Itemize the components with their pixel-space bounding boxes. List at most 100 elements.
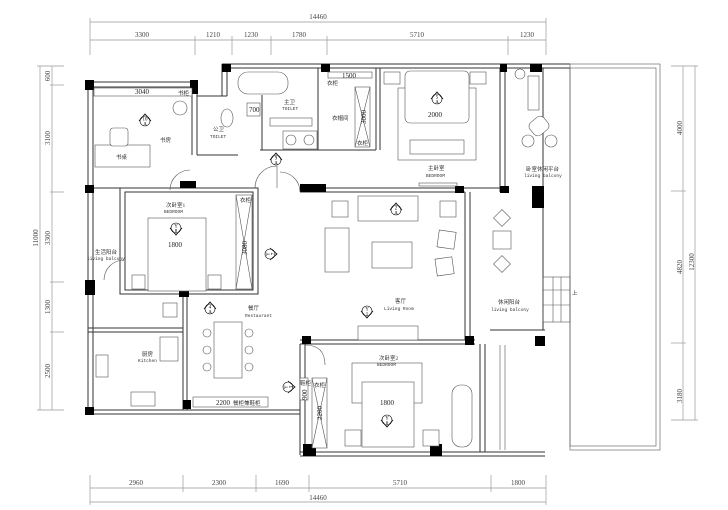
svg-text:8: 8	[175, 230, 178, 235]
dim-bottom: 2300	[212, 479, 227, 487]
furniture	[93, 68, 571, 449]
bathtub	[237, 71, 289, 95]
doors	[103, 165, 326, 366]
view-marker-4: 4A	[203, 301, 217, 316]
bedroom1-label: 次卧室1	[166, 201, 186, 209]
svg-text:A: A	[394, 212, 398, 217]
terrace-label: 卧室休闲平台	[526, 165, 560, 173]
view-marker-8: Y8	[169, 222, 183, 236]
dim-left: 3100	[44, 131, 52, 146]
wardrobe-label: 衣柜	[357, 139, 369, 147]
dim-right-total: 12300	[688, 253, 696, 271]
bedroom1-bed-dim: 1800	[168, 241, 183, 249]
terrace-en: living balcony	[524, 173, 562, 179]
svg-text:Y: Y	[267, 252, 272, 256]
master-bed-dim: 2000	[428, 111, 443, 119]
dim-left: 2500	[44, 364, 52, 379]
bookcase-dim: 3040	[135, 88, 150, 96]
bedroom2-label: 次卧室2	[379, 354, 399, 362]
svg-text:Y: Y	[385, 417, 389, 422]
living-room-label: 客厅	[395, 297, 407, 305]
restaurant-label: 餐厅	[248, 304, 260, 312]
svg-text:A: A	[208, 311, 212, 316]
structural-columns	[85, 64, 545, 456]
svg-text:2: 2	[395, 207, 398, 212]
svg-text:Y: Y	[174, 225, 178, 230]
dim-bottom: 1800	[511, 479, 526, 487]
kitchen-label: 厨房	[142, 350, 154, 358]
fixture-dim: 700	[249, 106, 260, 114]
svg-text:Y: Y	[285, 385, 290, 389]
master-bedroom-label: 主卧室	[428, 164, 445, 172]
svg-text:10: 10	[143, 118, 149, 123]
view-marker-9: 9A	[269, 152, 283, 167]
cabinet-label: 餐柜兼鞋柜	[233, 399, 261, 407]
dim-left-total: 11000	[32, 229, 40, 247]
dim-left: 600	[44, 70, 52, 81]
view-marker-2: 2A	[389, 202, 403, 217]
dim-left: 3300	[44, 231, 52, 246]
dim-top: 1780	[292, 31, 307, 39]
dim-right: 4820	[676, 260, 684, 275]
bedroom1-wardrobe-dim: 3080	[241, 241, 249, 256]
study-label: 书房	[160, 136, 172, 144]
cloakroom-label: 衣帽间	[332, 114, 349, 122]
dim-right: 4000	[676, 121, 684, 136]
dim-top: 1230	[520, 31, 535, 39]
view-marker-1: Y1	[360, 305, 374, 319]
svg-text:A: A	[274, 162, 278, 167]
bathtub-2	[451, 384, 473, 448]
shoe-cabinet-dim: 900	[301, 389, 309, 400]
desk-label: 书桌	[116, 153, 128, 161]
dim-left: 1300	[44, 300, 52, 315]
svg-text:6: 6	[386, 422, 389, 427]
bedroom2-wardrobe-label: 衣柜	[314, 381, 326, 389]
public-toilet-en: TOILET	[210, 134, 227, 140]
view-marker-6: Y6	[380, 414, 394, 428]
top-dimension-chain: 14460 3300 1210 1230 1780 5710 1230	[89, 13, 547, 55]
bedroom2-wardrobe-dim: 2200	[316, 406, 324, 421]
svg-text:Y: Y	[365, 308, 369, 313]
shoe-cabinet-label: 鞋柜	[300, 379, 312, 387]
utility-balcony-label: 生活阳台	[95, 248, 118, 256]
dim-top: 1210	[206, 31, 221, 39]
right-dimension-chain: 4000 4820 3180 12300	[671, 65, 698, 421]
cloakroom-height: 3000	[360, 110, 368, 125]
dim-bottom: 2960	[129, 479, 144, 487]
svg-text:A: A	[435, 101, 439, 106]
public-toilet-label: 公卫	[213, 126, 225, 133]
svg-text:7: 7	[272, 252, 277, 255]
view-marker-10: 10A	[138, 113, 152, 128]
master-toilet-label: 主卫	[284, 98, 296, 106]
utility-balcony-en: living balcony	[87, 256, 125, 262]
kitchen-en: Kitchen	[138, 358, 157, 364]
master-bedroom-en: BEDROOM	[426, 173, 445, 179]
dim-top: 3300	[135, 31, 150, 39]
bedroom1-wardrobe-label: 衣柜	[240, 196, 252, 204]
stair-up-label: 上	[572, 289, 578, 297]
master-toilet-en: TOILET	[282, 106, 299, 112]
dim-bottom: 1690	[275, 479, 290, 487]
leisure-balcony-en: living balcony	[491, 307, 529, 313]
bedroom2-en: BEDROOM	[377, 362, 396, 368]
walls	[87, 63, 661, 457]
living-room-en: Living Room	[384, 306, 414, 312]
dim-bottom: 5710	[393, 479, 408, 487]
room-labels: 书房 书桌 书柜 3040 公卫 TOILET 700 主卫 TOILET 衣帽…	[87, 72, 578, 420]
svg-text:1: 1	[366, 313, 369, 318]
dim-bottom-total: 14460	[309, 494, 327, 502]
cloakroom-width: 1500	[342, 72, 357, 80]
svg-text:3: 3	[290, 385, 295, 388]
restaurant-en: Restaurant	[245, 313, 272, 319]
wardrobe-label: 衣柜	[327, 79, 339, 87]
dim-top: 5710	[410, 31, 425, 39]
leisure-balcony-label: 休闲阳台	[498, 298, 521, 306]
bedroom2-bed-dim: 1800	[380, 399, 395, 407]
dim-top-total: 14460	[309, 13, 327, 21]
bottom-dimension-chain: 2960 2300 1690 5710 1800 14460	[89, 475, 547, 505]
dim-top: 1230	[244, 31, 259, 39]
